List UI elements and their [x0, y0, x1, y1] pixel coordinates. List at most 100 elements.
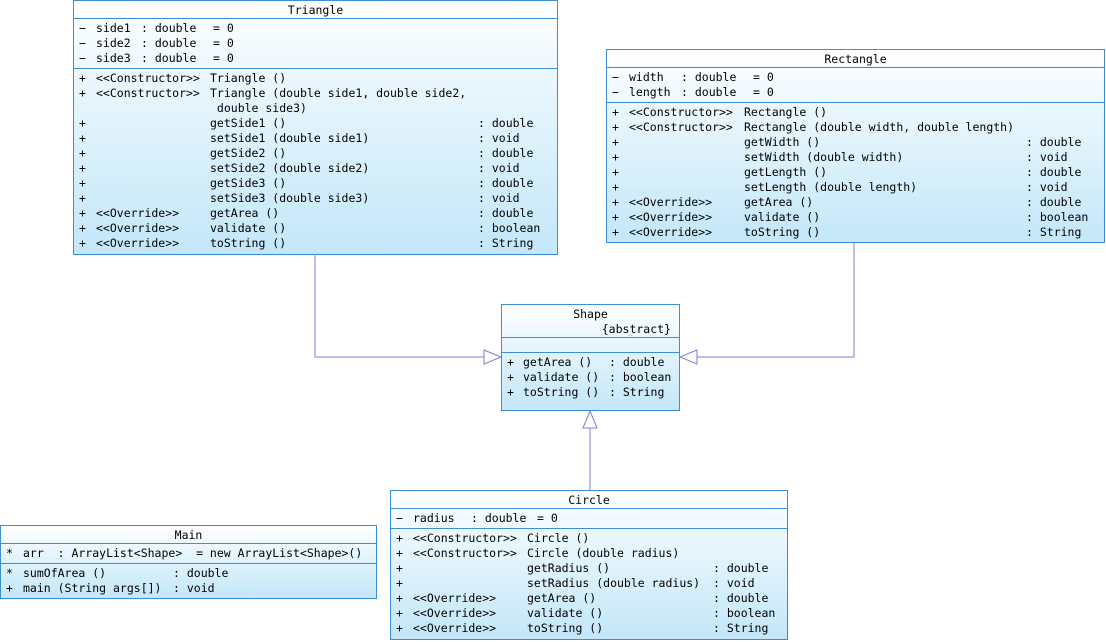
operation-signature: Circle () [527, 531, 590, 545]
operation-signature: toString () [527, 621, 604, 635]
operation-signature: sumOfArea () [23, 566, 107, 580]
operation-row[interactable]: +setRadius (double radius): void [391, 576, 787, 591]
class-shape[interactable]: Shape {abstract} +getArea (): double+val… [501, 304, 680, 411]
operation-row[interactable]: +<<Override>>getArea (): double [74, 206, 557, 221]
operations-section: +<<Constructor>>Triangle ()+<<Constructo… [74, 68, 557, 253]
operation-row[interactable]: +<<Override>>validate (): boolean [74, 221, 557, 236]
operation-signature: Triangle (double side1, double side2, [210, 86, 467, 100]
visibility-marker: + [79, 206, 86, 220]
visibility-marker: + [79, 131, 86, 145]
operation-row[interactable]: +<<Constructor>>Rectangle (double width,… [607, 120, 1104, 135]
visibility-marker: − [79, 36, 86, 50]
operation-row[interactable]: +main (String args[]): void [1, 581, 376, 596]
class-main[interactable]: Main *arr : ArrayList<Shape> = new Array… [0, 525, 377, 599]
visibility-marker: * [6, 566, 13, 580]
attributes-section: *arr : ArrayList<Shape> = new ArrayList<… [1, 543, 376, 563]
attribute-row[interactable]: −radius: double= 0 [391, 511, 787, 526]
operation-row[interactable]: +<<Constructor>>Triangle () [74, 71, 557, 86]
operation-row[interactable]: +<<Constructor>>Triangle (double side1, … [74, 86, 557, 101]
operation-row[interactable]: +getWidth (): double [607, 135, 1104, 150]
operation-return-type: : boolean [478, 221, 541, 235]
operation-stereotype: <<Override>> [629, 210, 713, 224]
operation-row[interactable]: +getSide1 (): double [74, 116, 557, 131]
operation-row[interactable]: +setSide3 (double side3): void [74, 191, 557, 206]
operation-signature: Circle (double radius) [527, 546, 680, 560]
visibility-marker: + [612, 120, 619, 134]
operation-signature: getWidth () [744, 135, 821, 149]
operation-return-type: : String [713, 621, 769, 635]
operation-row[interactable]: +setWidth (double width): void [607, 150, 1104, 165]
class-circle[interactable]: Circle −radius: double= 0 +<<Constructor… [390, 490, 788, 640]
operation-row[interactable]: +<<Override>>toString (): String [74, 236, 557, 251]
class-name: Circle [568, 493, 610, 507]
operation-return-type: : boolean [713, 606, 776, 620]
operation-return-type: : boolean [1026, 210, 1089, 224]
operation-row[interactable]: double side3) [74, 101, 557, 116]
operations-section: +<<Constructor>>Rectangle ()+<<Construct… [607, 102, 1104, 242]
operation-signature: setSide1 (double side1) [210, 131, 370, 145]
operation-signature: getSide2 () [210, 146, 287, 160]
operation-row[interactable]: +<<Override>>validate (): boolean [607, 210, 1104, 225]
operation-row[interactable]: +<<Override>>validate (): boolean [391, 606, 787, 621]
operation-row[interactable]: +getRadius (): double [391, 561, 787, 576]
operation-row[interactable]: +<<Override>>toString (): String [391, 621, 787, 636]
visibility-marker: − [79, 51, 86, 65]
operation-row[interactable]: +<<Constructor>>Rectangle () [607, 105, 1104, 120]
attribute-row[interactable]: −width: double= 0 [607, 70, 1104, 85]
operation-row[interactable]: +getSide2 (): double [74, 146, 557, 161]
operation-signature: setLength (double length) [744, 180, 918, 194]
visibility-marker: + [396, 591, 403, 605]
operation-row[interactable]: +<<Override>>toString (): String [607, 225, 1104, 240]
operation-row[interactable]: +setLength (double length): void [607, 180, 1104, 195]
operation-row[interactable]: +<<Constructor>>Circle (double radius) [391, 546, 787, 561]
attribute-type: : double [141, 36, 197, 50]
attribute-row[interactable]: −length: double= 0 [607, 85, 1104, 100]
operation-signature: validate () [527, 606, 604, 620]
operation-row[interactable]: +getSide3 (): double [74, 176, 557, 191]
visibility-marker: + [612, 210, 619, 224]
visibility-marker: − [612, 85, 619, 99]
operation-stereotype: <<Override>> [413, 621, 497, 635]
attribute-type: : double [681, 70, 737, 84]
visibility-marker: + [79, 161, 86, 175]
operation-return-type: : double [478, 176, 534, 190]
operation-row[interactable]: +setSide2 (double side2): void [74, 161, 557, 176]
operation-return-type: : double [173, 566, 229, 580]
operation-row[interactable]: +<<Constructor>>Circle () [391, 531, 787, 546]
operation-signature: toString () [744, 225, 821, 239]
operation-stereotype: <<Constructor>> [629, 105, 733, 119]
operation-row[interactable]: +validate (): boolean [502, 370, 679, 385]
operation-row[interactable]: +getArea (): double [502, 355, 679, 370]
attribute-initial-value: = 0 [753, 85, 774, 99]
visibility-marker: + [79, 176, 86, 190]
operation-return-type: : double [1026, 135, 1082, 149]
operation-stereotype: <<Override>> [96, 206, 180, 220]
operation-signature: getArea () [210, 206, 280, 220]
attribute-type: : double [681, 85, 737, 99]
operation-row[interactable]: * sumOfArea () : double [1, 566, 376, 581]
circle-inheritance-arrow [582, 409, 598, 429]
operation-row[interactable]: +getLength (): double [607, 165, 1104, 180]
visibility-marker: + [612, 165, 619, 179]
class-triangle[interactable]: Triangle −side1: double= 0−side2: double… [73, 0, 558, 255]
operation-row[interactable]: +<<Override>>getArea (): double [607, 195, 1104, 210]
attribute-row[interactable]: −side2: double= 0 [74, 36, 557, 51]
operation-row[interactable]: +<<Override>>getArea (): double [391, 591, 787, 606]
visibility-marker: + [396, 546, 403, 560]
visibility-marker: + [396, 576, 403, 590]
visibility-marker: + [396, 531, 403, 545]
rectangle-inheritance-arrow [678, 349, 698, 365]
attributes-section [502, 337, 679, 352]
operations-section: * sumOfArea () : double+main (String args[… [1, 563, 376, 598]
attribute-row[interactable]: *arr : ArrayList<Shape> = new ArrayList<… [1, 546, 376, 561]
operation-row[interactable]: +setSide1 (double side1): void [74, 131, 557, 146]
attribute-row[interactable]: −side1: double= 0 [74, 21, 557, 36]
operation-return-type: : void [173, 581, 215, 595]
operation-stereotype: <<Override>> [629, 225, 713, 239]
operation-row[interactable]: +toString (): String [502, 385, 679, 400]
attribute-row[interactable]: −side3: double= 0 [74, 51, 557, 66]
class-name: Main [174, 528, 203, 542]
class-rectangle[interactable]: Rectangle −width: double= 0−length: doub… [606, 49, 1105, 243]
operation-signature: setRadius (double radius) [527, 576, 701, 590]
